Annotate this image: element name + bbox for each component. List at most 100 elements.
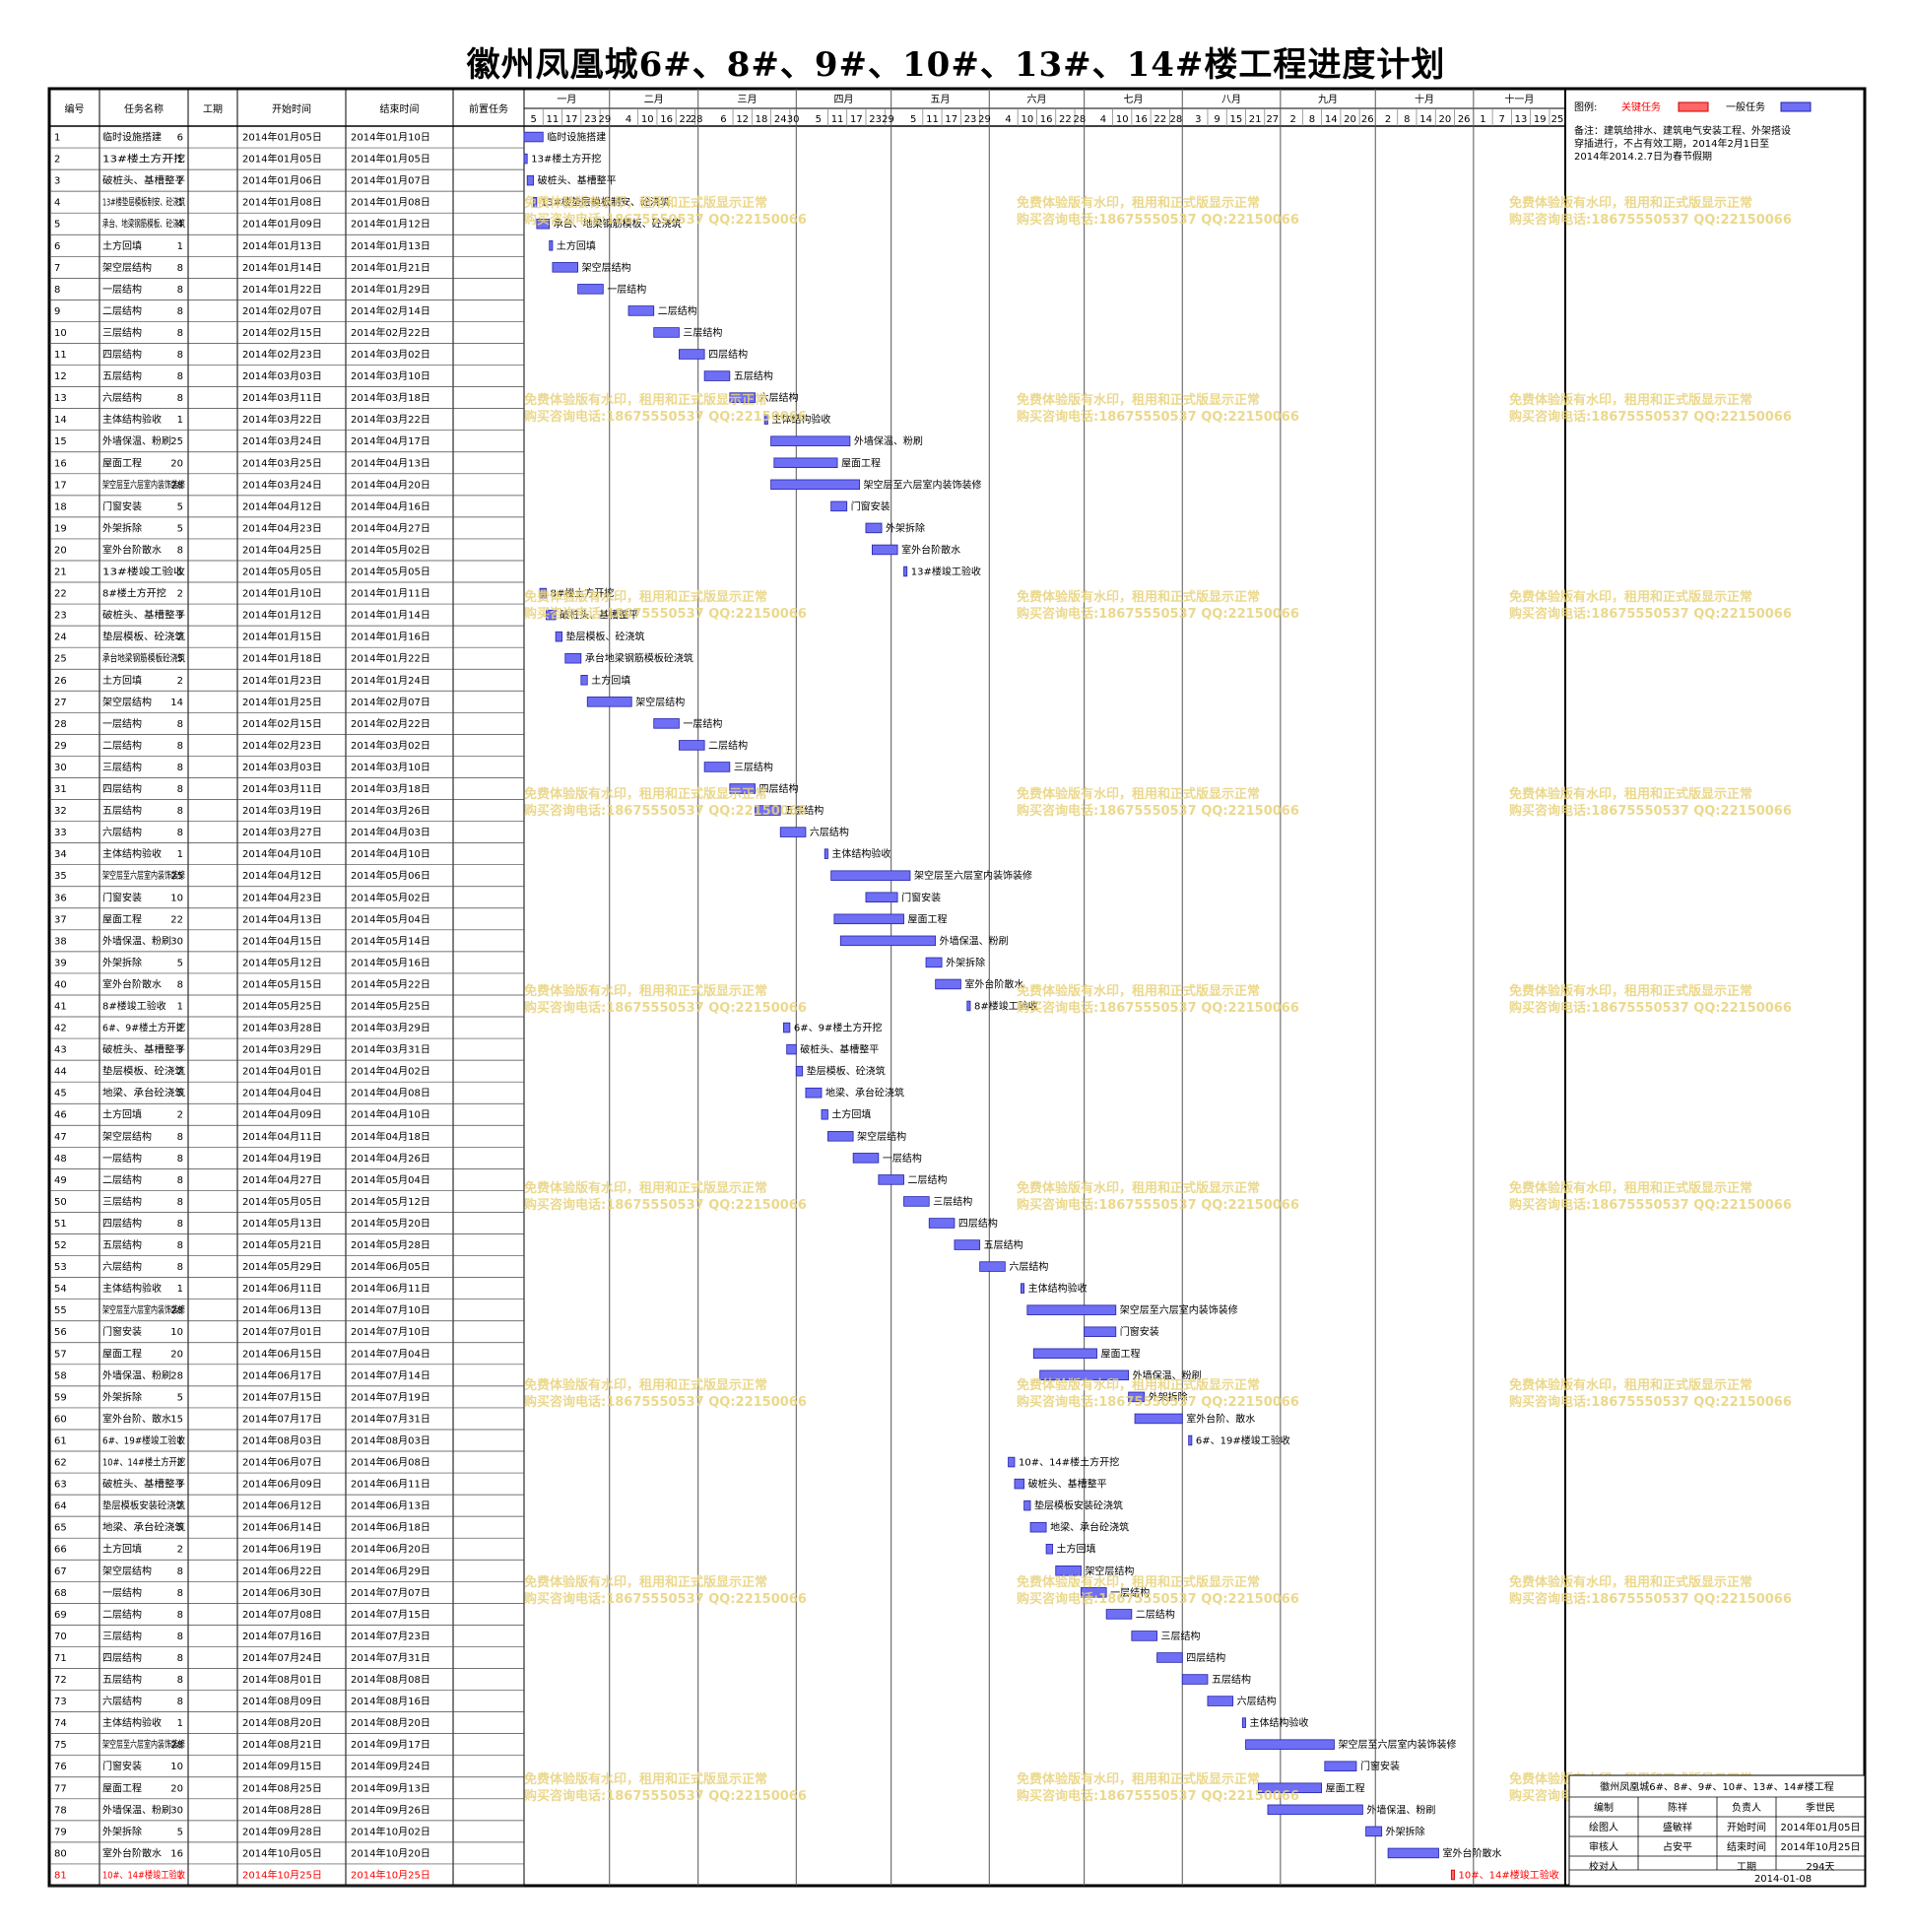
gantt-bar: [523, 153, 528, 165]
row-end: 2014年05月12日: [351, 1195, 430, 1208]
watermark-line-1: 免费体验版有水印，租用和正式版显示正常: [1017, 392, 1260, 408]
row-id: 41: [54, 1002, 67, 1013]
row-end: 2014年03月18日: [351, 782, 430, 795]
gantt-bar-label: 10#、14#楼土方开挖: [1019, 1456, 1119, 1469]
row-task-name: 主体结构验收: [102, 847, 162, 860]
gantt-bar-label: 主体结构验收: [831, 847, 890, 860]
month-label: 二月: [644, 94, 664, 105]
row-task-name: 架空层结构: [102, 261, 152, 274]
row-end: 2014年01月13日: [351, 239, 430, 252]
row-id: 75: [54, 1740, 67, 1751]
row-start: 2014年04月15日: [242, 934, 322, 947]
gantt-bar-label: 三层结构: [734, 761, 773, 773]
row-task-name: 室外台阶、散水: [102, 1412, 171, 1425]
gantt-bar: [1021, 1283, 1025, 1294]
gantt-bar: [755, 805, 781, 816]
watermark-line-2: 购买咨询电话:18675550537 QQ:22150066: [1509, 409, 1792, 425]
row-duration: 1: [177, 415, 183, 426]
row-task-name: 外墙保温、粉刷: [102, 1803, 171, 1816]
row-end: 2014年04月17日: [351, 434, 430, 447]
row-start: 2014年04月04日: [242, 1087, 322, 1099]
row-duration: 8: [177, 1197, 183, 1208]
row-task-name: 承台地梁钢筋模板砼浇筑: [102, 652, 185, 665]
row-duration: 2: [177, 676, 183, 687]
gantt-bar-label: 13#楼土方开挖: [531, 153, 601, 166]
row-end: 2014年05月20日: [351, 1217, 430, 1230]
gantt-bar-label: 8#楼竣工验收: [974, 1000, 1038, 1013]
row-task-name: 六层结构: [102, 1695, 142, 1707]
gantt-bar: [783, 1022, 791, 1033]
gantt-bar-label: 一层结构: [1110, 1586, 1150, 1599]
month-label: 十月: [1415, 93, 1434, 105]
gantt-bar: [1128, 1391, 1146, 1403]
gantt-bar: [1084, 1326, 1117, 1337]
gantt-bar: [779, 827, 807, 837]
day-tick-label: 22: [1154, 114, 1166, 125]
row-start: 2014年06月19日: [242, 1543, 322, 1556]
gantt-bar: [653, 327, 680, 338]
gantt-bar-label: 二层结构: [908, 1173, 948, 1186]
row-start: 2014年07月24日: [242, 1651, 322, 1664]
row-end: 2014年05月05日: [351, 566, 430, 578]
gantt-bar: [1181, 1674, 1209, 1685]
row-end: 2014年05月16日: [351, 956, 430, 968]
row-task-name: 架空层至六层室内装饰装修: [102, 1738, 185, 1751]
gantt-bar: [1365, 1826, 1383, 1837]
row-end: 2014年08月20日: [351, 1716, 430, 1729]
watermark-line-2: 购买咨询电话:18675550537 QQ:22150066: [524, 1591, 807, 1607]
watermark-line-2: 购买咨询电话:18675550537 QQ:22150066: [524, 1394, 807, 1410]
row-id: 1: [54, 133, 60, 144]
watermark-line-1: 免费体验版有水印，租用和正式版显示正常: [1017, 1574, 1260, 1590]
gantt-bar: [1188, 1434, 1193, 1446]
row-end: 2014年03月26日: [351, 804, 430, 817]
watermark-line-2: 购买咨询电话:18675550537 QQ:22150066: [524, 1197, 807, 1213]
row-task-name: 土方回填: [102, 1543, 142, 1556]
row-start: 2014年03月24日: [242, 434, 322, 447]
row-end: 2014年02月14日: [351, 304, 430, 317]
watermark-line-1: 免费体验版有水印，租用和正式版显示正常: [1017, 1180, 1260, 1196]
row-duration: 8: [177, 1632, 183, 1642]
gantt-bar: [770, 435, 851, 446]
row-task-name: 地梁、承台砼浇筑: [102, 1521, 185, 1534]
row-task-name: 破桩头、基槽整平: [102, 1043, 185, 1056]
row-duration: 15: [170, 1414, 183, 1425]
row-task-name: 屋面工程: [102, 913, 142, 925]
row-task-name: 四层结构: [102, 1651, 142, 1664]
row-id: 34: [54, 849, 67, 860]
row-end: 2014年04月16日: [351, 500, 430, 512]
day-tick-label: 29: [978, 114, 991, 125]
row-duration: 8: [177, 1262, 183, 1273]
watermark-line-1: 免费体验版有水印，租用和正式版显示正常: [1017, 195, 1260, 211]
gantt-bar: [935, 978, 961, 990]
row-start: 2014年02月15日: [242, 717, 322, 730]
row-end: 2014年05月04日: [351, 1173, 430, 1186]
row-task-name: 二层结构: [102, 739, 142, 752]
row-id: 9: [54, 306, 60, 317]
gantt-bar: [679, 349, 705, 360]
gantt-bar: [903, 566, 908, 577]
row-duration: 5: [177, 654, 183, 665]
row-id: 26: [54, 676, 67, 687]
gantt-bar: [526, 174, 535, 186]
row-end: 2014年03月10日: [351, 761, 430, 773]
row-id: 2: [54, 155, 60, 166]
watermark-line-2: 购买咨询电话:18675550537 QQ:22150066: [1509, 212, 1792, 228]
footer-cell: 开始时间: [1727, 1821, 1766, 1833]
watermark-line-2: 购买咨询电话:18675550537 QQ:22150066: [524, 1788, 807, 1804]
gantt-bar-label: 外墙保温、粉刷: [1366, 1803, 1435, 1816]
row-duration: 8: [177, 371, 183, 382]
gantt-bar: [1032, 1348, 1097, 1360]
row-end: 2014年10月02日: [351, 1825, 430, 1837]
row-id: 63: [54, 1480, 67, 1491]
row-task-name: 外墙保温、粉刷: [102, 1368, 171, 1381]
month-label: 五月: [930, 94, 950, 105]
row-end: 2014年07月10日: [351, 1303, 430, 1316]
row-start: 2014年06月30日: [242, 1586, 322, 1599]
gantt-bar: [1156, 1652, 1183, 1663]
day-tick-label: 4: [626, 114, 631, 125]
row-task-name: 6#、9#楼土方开挖: [102, 1022, 185, 1034]
row-task-name: 室外台阶散水: [102, 977, 162, 990]
watermark-line-2: 购买咨询电话:18675550537 QQ:22150066: [524, 1000, 807, 1016]
row-duration: 8: [177, 784, 183, 795]
gantt-bar: [1241, 1717, 1246, 1728]
